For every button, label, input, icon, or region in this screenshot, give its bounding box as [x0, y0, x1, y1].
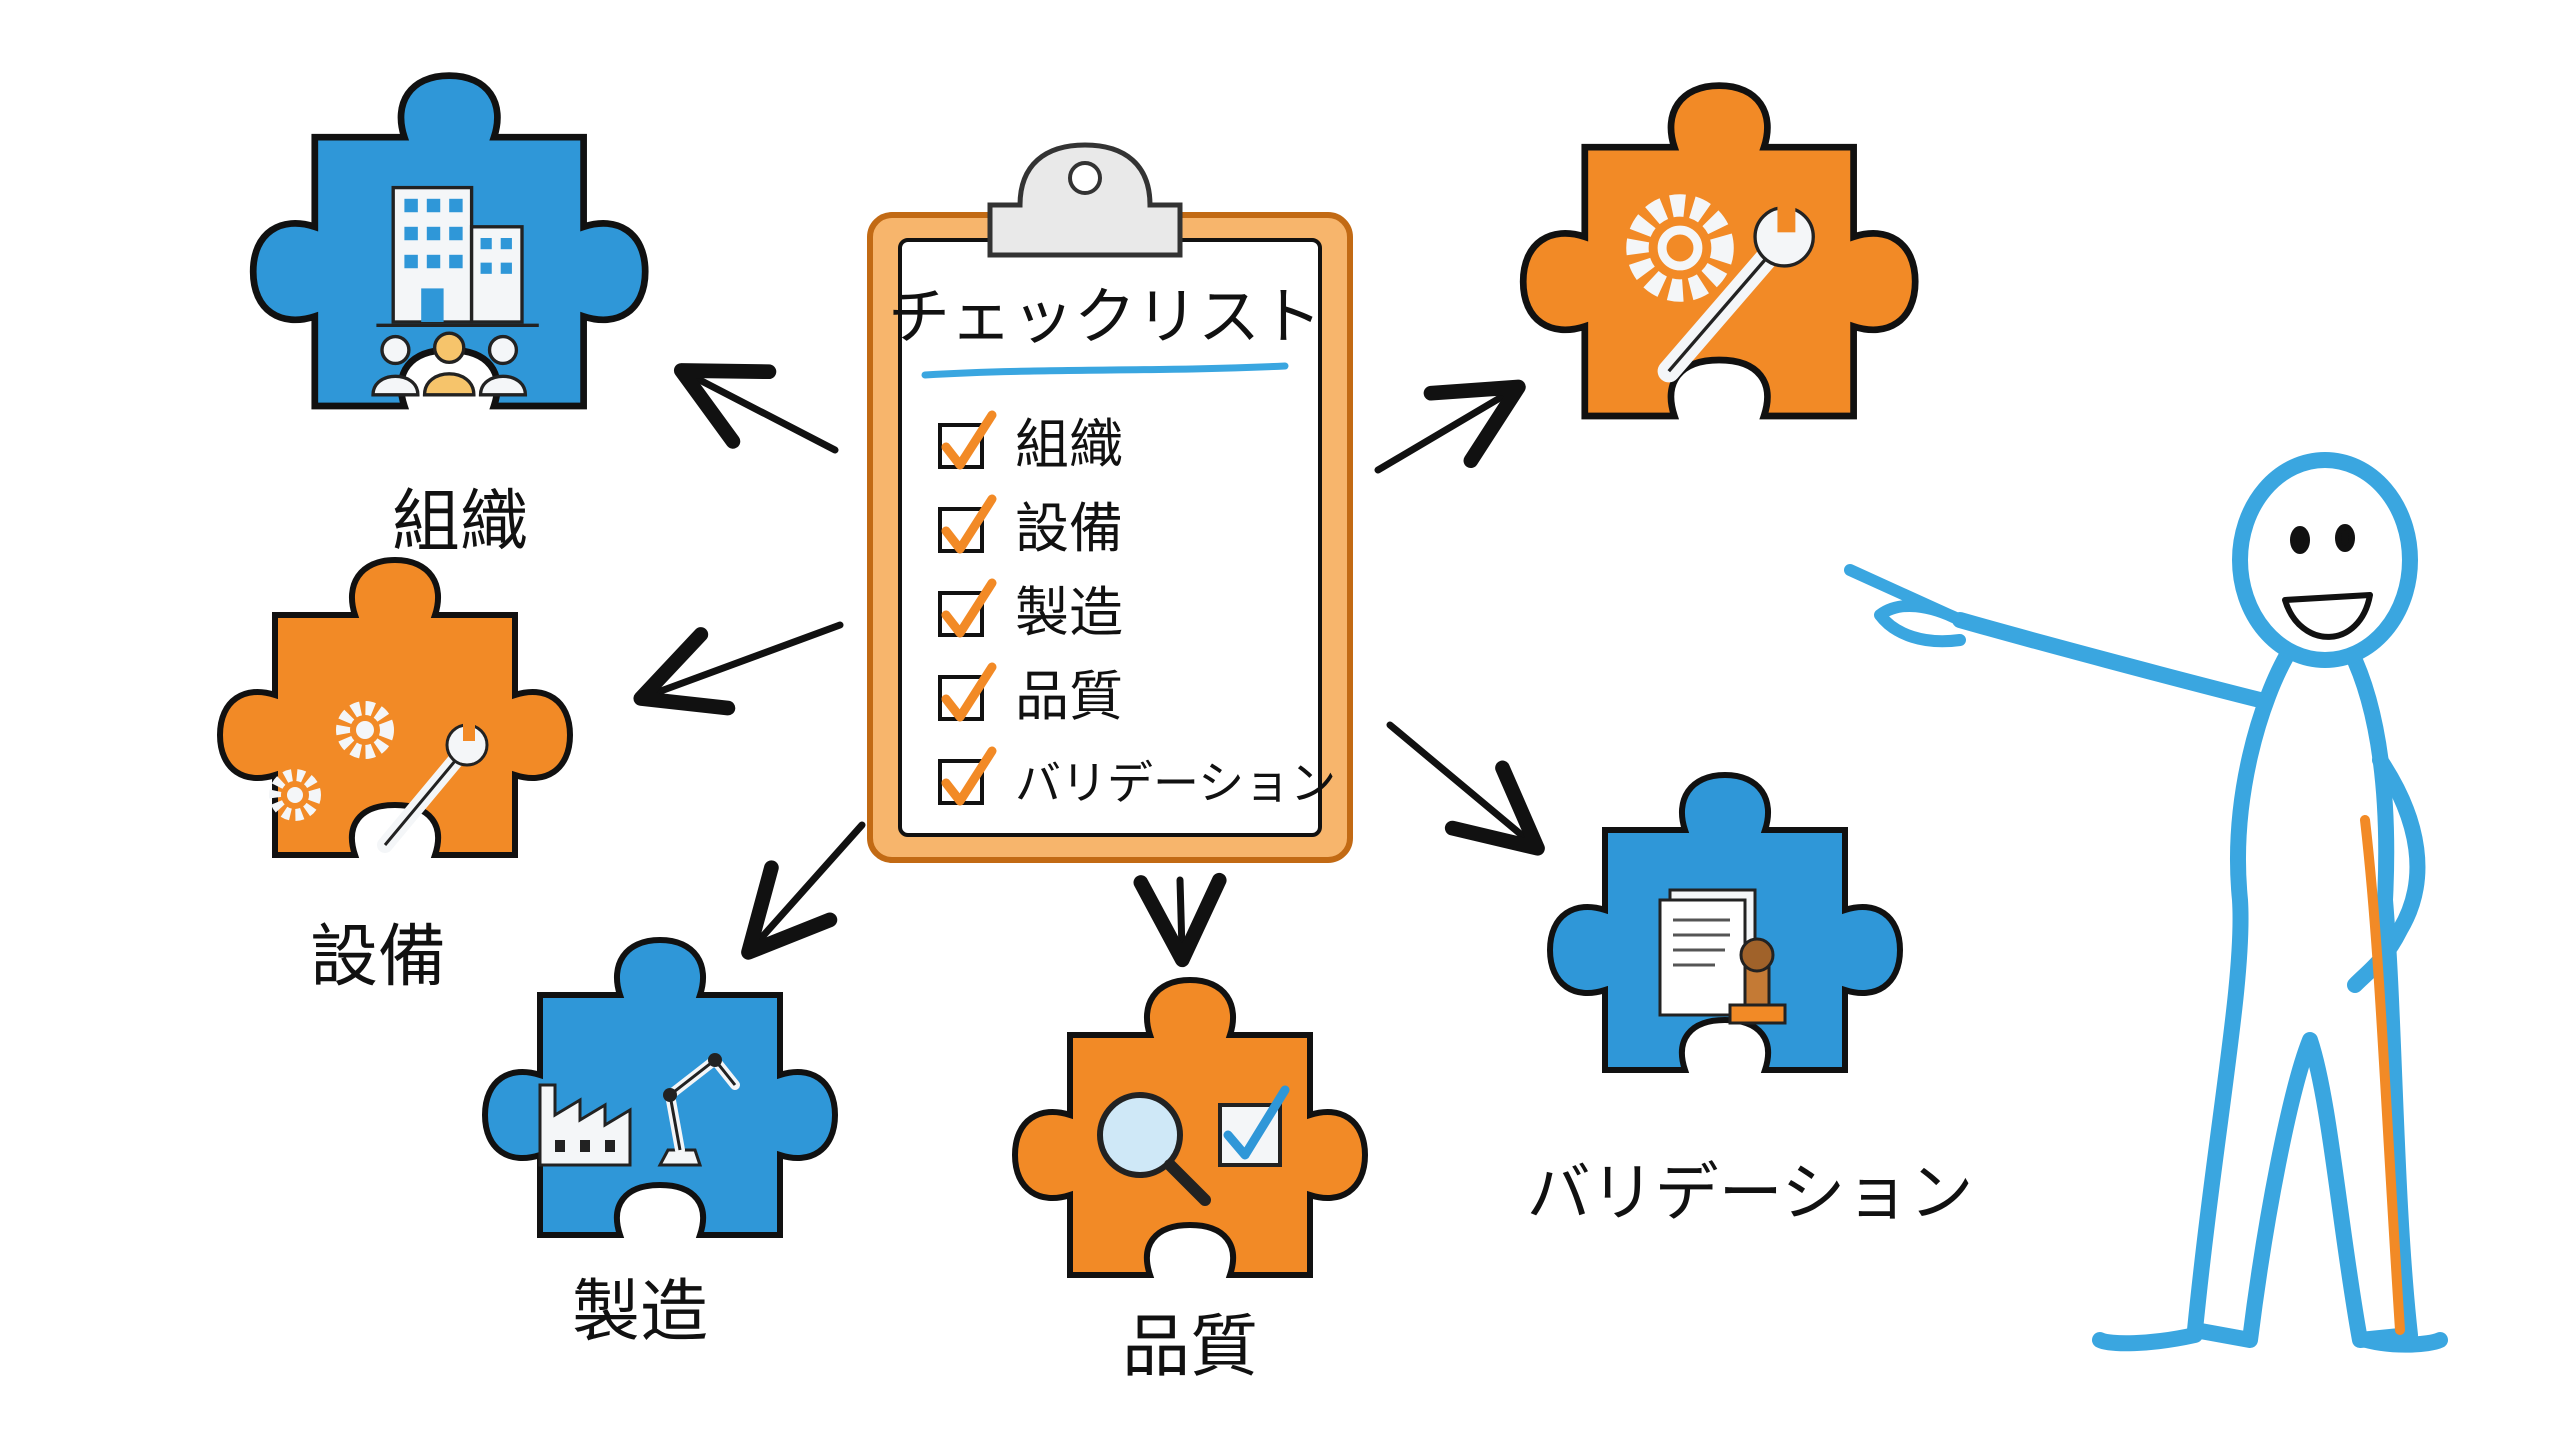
puzzle-tools	[1523, 86, 1915, 416]
pointing-arm	[1952, 612, 2268, 708]
checklist-item-label: 品質	[1015, 665, 1123, 728]
checklist-item-label: 組織	[1015, 413, 1123, 476]
checklist-item: バリデーション	[938, 746, 1336, 810]
checklist-title: チェックリスト	[888, 280, 1322, 353]
arrow-to-organization	[673, 363, 839, 454]
checklist-item-label: バリデーション	[1015, 756, 1336, 810]
checklist-item-label: 設備	[1015, 497, 1123, 560]
arrow-to-quality	[1133, 872, 1227, 968]
arrow-to-validation	[1386, 721, 1545, 856]
clipboard-clip	[987, 142, 1183, 258]
checklist-item: 組織	[938, 410, 1123, 476]
checkmark-icon	[941, 494, 997, 554]
checklist-clipboard: チェックリスト 組織 設備 製造 品質	[867, 142, 1353, 863]
pointing-person-figure	[1844, 452, 2448, 1353]
puzzle-organization-label: 組織	[392, 483, 528, 562]
puzzle-quality-label: 品質	[1122, 1308, 1258, 1387]
title-underline	[921, 362, 1289, 379]
puzzle-validation-label: バリデーション	[1527, 1157, 1974, 1231]
checklist-items: 組織 設備 製造 品質 バリデーション	[938, 410, 1336, 810]
puzzle-equipment	[220, 560, 570, 855]
checkmark-icon	[941, 662, 997, 722]
checkmark-icon	[941, 746, 997, 806]
puzzle-organization	[253, 76, 645, 406]
arrow-to-manufacturing	[741, 821, 866, 960]
checklist-item-label: 製造	[1015, 581, 1123, 644]
magnifier-check-icon	[1097, 1085, 1290, 1206]
connector-arrows	[633, 363, 1545, 968]
office-building-people-icon	[371, 185, 539, 397]
puzzle-quality	[1015, 980, 1365, 1275]
checkmark-icon	[941, 410, 997, 470]
arrow-to-tools	[1374, 379, 1526, 474]
puzzle-manufacturing-label: 製造	[572, 1273, 708, 1352]
puzzle-equipment-label: 設備	[310, 918, 446, 997]
puzzle-manufacturing	[485, 940, 835, 1235]
gears-wrench-icon	[269, 701, 489, 853]
checklist-item: 製造	[938, 578, 1123, 644]
gear-wrench-icon	[1626, 194, 1815, 383]
arrow-to-equipment	[633, 621, 844, 716]
checkmark-icon	[941, 578, 997, 638]
checklist-item: 設備	[938, 494, 1123, 560]
factory-robot-arm-icon	[538, 1053, 740, 1167]
pointing-hand	[1844, 564, 1966, 648]
checklist-item: 品質	[938, 662, 1123, 728]
puzzle-validation	[1550, 775, 1900, 1070]
document-stamp-icon	[1658, 888, 1787, 1025]
